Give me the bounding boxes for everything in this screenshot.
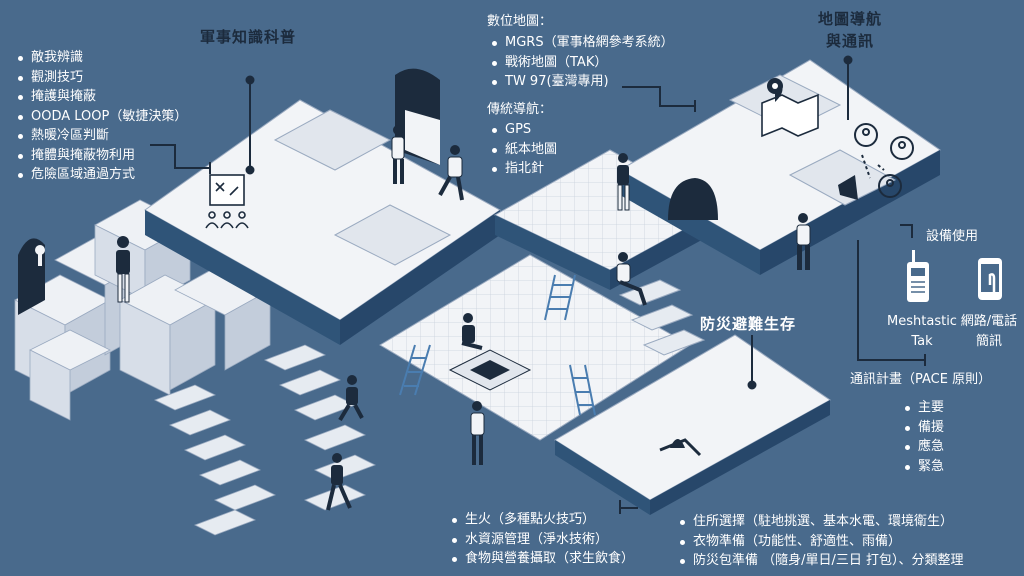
traditional-nav-item: 指北針 [490, 159, 557, 179]
military-item: 觀測技巧 [16, 68, 187, 88]
pace-item: 緊急 [903, 457, 944, 477]
traditional-nav-list: GPS 紙本地圖 指北針 [490, 120, 557, 179]
center-staircase [264, 344, 376, 511]
pace-list: 主要 備援 應急 緊急 [903, 398, 944, 476]
military-item: 掩體與掩蔽物利用 [16, 146, 187, 166]
disaster-item: 住所選擇（駐地挑選、基本水電、環境衛生） [678, 512, 964, 532]
disaster-title: 防災避難生存 [700, 315, 797, 333]
pace-item: 應急 [903, 437, 944, 457]
arch-door [395, 68, 440, 165]
map-nav-title-line2: 與通訊 [825, 32, 874, 50]
disaster-item: 防災包準備 （隨身/單日/三日 打包）、分類整理 [678, 551, 964, 571]
traditional-nav-heading: 傳統導航： [487, 102, 553, 117]
military-platform [144, 99, 501, 345]
military-item: 敵我辨識 [16, 48, 187, 68]
disaster-platform [554, 334, 831, 515]
radio-device-icon [907, 250, 929, 302]
device-phone-line2: 簡訊 [975, 333, 1002, 349]
military-item: 熱暖冷區判斷 [16, 126, 187, 146]
traditional-nav-item: 紙本地圖 [490, 140, 557, 160]
map-nav-title-line1: 地圖導航 [817, 10, 882, 28]
digital-map-heading: 數位地圖： [487, 14, 553, 29]
military-list: 敵我辨識 觀測技巧 掩護與掩蔽 OODA LOOP（敏捷決策） 熱暖冷區判斷 掩… [16, 48, 187, 185]
ladders [399, 274, 596, 416]
military-item: OODA LOOP（敏捷決策） [16, 107, 187, 127]
pace-item: 主要 [903, 398, 944, 418]
disaster-right-list: 住所選擇（駐地挑選、基本水電、環境衛生） 衣物準備（功能性、舒適性、雨備） 防災… [678, 512, 964, 571]
device-meshtastic-line1: Meshtastic [887, 314, 957, 329]
digital-map-item: TW 97(臺灣專用) [490, 72, 674, 92]
military-item: 掩護與掩蔽 [16, 87, 187, 107]
connector-lines [150, 55, 926, 514]
people-figures [116, 125, 811, 511]
right-steps [618, 279, 706, 356]
military-item: 危險區域通過方式 [16, 165, 187, 185]
device-phone-label: 網路/電話 簡訊 [954, 312, 1024, 351]
map-nav-platform [618, 59, 941, 275]
pace-item: 備援 [903, 418, 944, 438]
left-staircase [154, 384, 276, 536]
disaster-item: 食物與營養攝取（求生飲食） [450, 549, 634, 569]
disaster-left-list: 生火（多種點火技巧） 水資源管理（淨水技術） 食物與營養攝取（求生飲食） [450, 510, 634, 569]
disaster-item: 衣物準備（功能性、舒適性、雨備） [678, 532, 964, 552]
equipment-label: 設備使用 [926, 229, 979, 244]
traditional-nav-item: GPS [490, 120, 557, 140]
military-title: 軍事知識科普 [200, 28, 297, 46]
digital-map-item: 戰術地圖（TAK） [490, 53, 674, 73]
digital-map-item: MGRS（軍事格網參考系統） [490, 33, 674, 53]
keyhole-door [18, 238, 45, 315]
disaster-item: 生火（多種點火技巧） [450, 510, 634, 530]
phone-device-icon [978, 258, 1002, 300]
device-phone-line1: 網路/電話 [960, 314, 1018, 329]
pace-title: 通訊計畫（PACE 原則） [850, 372, 992, 387]
device-meshtastic-line2: Tak [911, 333, 933, 349]
device-meshtastic-label: Meshtastic Tak [868, 312, 976, 351]
digital-map-list: MGRS（軍事格網參考系統） 戰術地圖（TAK） TW 97(臺灣專用) [490, 33, 674, 92]
disaster-item: 水資源管理（淨水技術） [450, 530, 634, 550]
map-nav-title: 地圖導航 與通訊 [800, 8, 900, 52]
